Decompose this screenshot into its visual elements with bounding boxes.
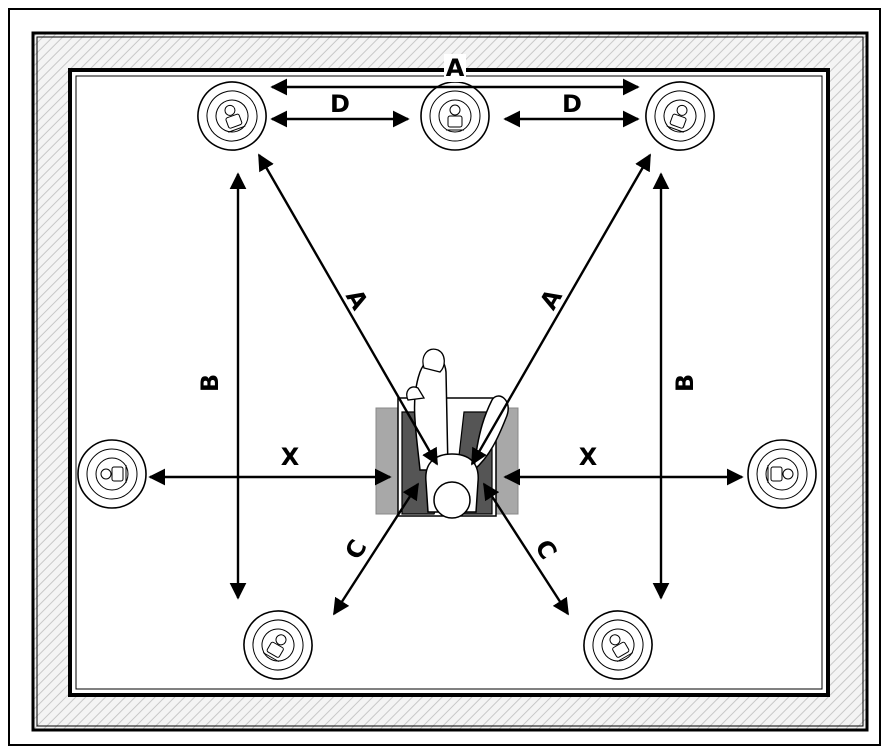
seat-top-center <box>420 81 490 151</box>
label-x-right: X <box>579 443 598 471</box>
seat-left <box>77 439 147 509</box>
arrow-a-diag-right <box>470 153 652 466</box>
seat-right <box>747 439 817 509</box>
label-d-right: D <box>562 90 582 118</box>
arrow-a-diag-left <box>257 153 439 466</box>
arrow-c-left <box>332 482 420 616</box>
head <box>433 481 471 519</box>
label-b-left: B <box>196 374 224 392</box>
dimension-arrows <box>148 78 744 616</box>
label-b-right: B <box>671 374 699 392</box>
label-d-left: D <box>330 90 350 118</box>
arrow-c-right <box>482 482 570 616</box>
label-a-top: A <box>446 54 465 82</box>
label-x-left: X <box>281 443 300 471</box>
